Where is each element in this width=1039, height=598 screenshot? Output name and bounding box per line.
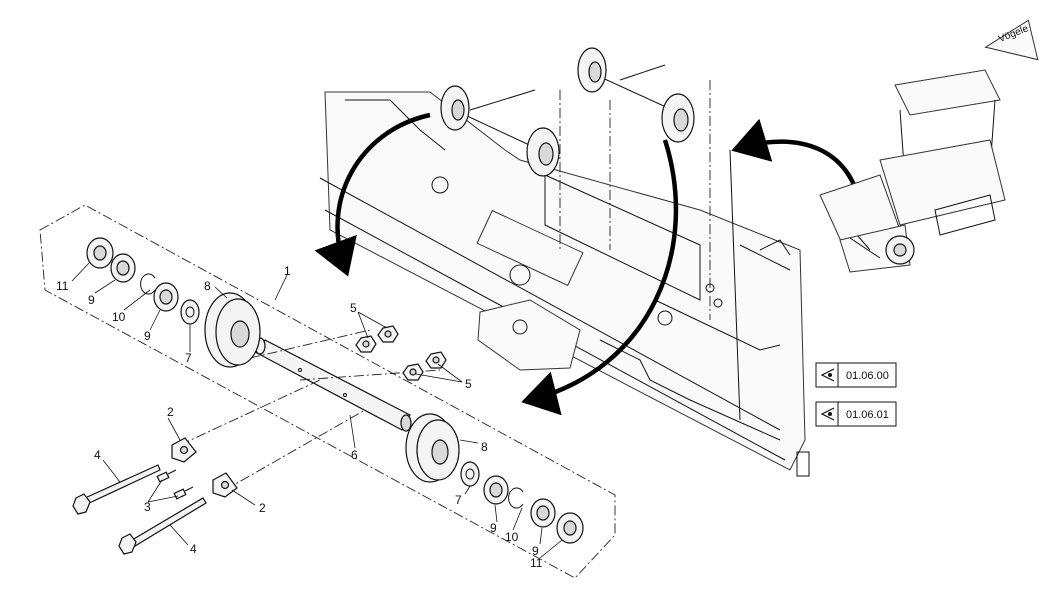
bearing-left-9b	[153, 282, 179, 312]
callout-9a: 9	[88, 293, 95, 307]
circlip-right-10	[508, 487, 524, 509]
callout-4a: 4	[94, 448, 101, 462]
motion-arrow-center	[521, 139, 679, 416]
callout-7b: 7	[455, 493, 462, 507]
callout-6: 6	[351, 448, 358, 462]
callout-11a: 11	[56, 279, 69, 293]
bearing-left-11	[86, 237, 114, 269]
nut-5c	[425, 351, 447, 369]
reference-box-1[interactable]: 01.06.00	[815, 362, 897, 388]
bearing-left-9a	[110, 253, 136, 283]
callout-labels: 1 2 2 3 4 4 5 5 6 7 7 8 8 9 9 9 9 10 10 …	[56, 264, 543, 570]
brand-logo: Vögele	[984, 19, 1039, 61]
assembly-boundary	[39, 204, 616, 579]
leader-lines	[71, 261, 563, 559]
bearing-right-9a	[483, 475, 509, 505]
callout-10b: 10	[505, 530, 519, 544]
callout-8a: 8	[204, 279, 211, 293]
paver-frame	[319, 91, 810, 477]
screw-3b	[173, 486, 194, 500]
callout-5b: 5	[465, 377, 472, 391]
flange-2b	[212, 472, 238, 498]
nut-5b	[355, 335, 377, 353]
roller-wheel-right-8	[405, 413, 460, 483]
nut-5d	[402, 363, 424, 381]
washer-left-7	[180, 299, 200, 325]
reference-code-1: 01.06.00	[846, 370, 889, 382]
callout-4b: 4	[190, 542, 197, 556]
screw-3a	[156, 469, 177, 483]
washer-right-7	[460, 461, 480, 487]
reference-code-2: 01.06.01	[846, 409, 889, 421]
callout-10a: 10	[112, 310, 126, 324]
callout-9b: 9	[144, 329, 151, 343]
installed-rollers	[440, 47, 711, 320]
eye-arrow-icon	[820, 368, 835, 382]
bearing-right-9b	[530, 498, 556, 528]
bolt-4a	[72, 464, 161, 515]
bolt-4b	[118, 497, 207, 555]
axle-shaft	[254, 337, 412, 432]
paver-machine-sketch	[819, 69, 1006, 273]
roller-wheel-left-8	[204, 292, 261, 368]
callout-11b: 11	[530, 556, 543, 570]
callout-2b: 2	[259, 501, 266, 515]
reference-box-2[interactable]: 01.06.01	[815, 401, 897, 427]
nut-5a	[377, 325, 399, 343]
circlip-left-10	[140, 273, 156, 295]
callout-5a: 5	[350, 301, 357, 315]
callout-2a: 2	[167, 405, 174, 419]
callout-9c: 9	[490, 521, 497, 535]
callout-7a: 7	[185, 351, 192, 365]
motion-arrow-left	[314, 112, 431, 277]
callout-9d: 9	[532, 544, 539, 558]
callout-8b: 8	[481, 440, 488, 454]
flange-2a	[171, 437, 197, 463]
bearing-right-11	[556, 512, 584, 544]
callout-1: 1	[284, 264, 291, 278]
callout-3: 3	[144, 500, 151, 514]
eye-arrow-icon	[820, 407, 835, 421]
